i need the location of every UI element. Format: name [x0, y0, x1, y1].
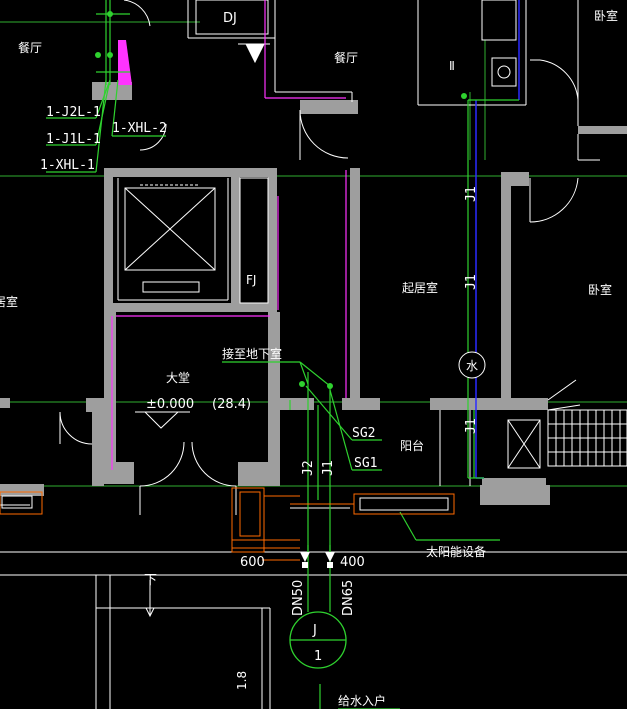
annotation-dim-400: 400 — [340, 555, 365, 570]
tag-roman-two: Ⅱ — [449, 59, 455, 73]
room-dining-center: 餐厅 — [334, 50, 358, 65]
label-water-symbol: 水 — [466, 359, 478, 373]
water-meter-symbol — [458, 351, 486, 379]
label-j1-short: J1 — [321, 460, 336, 476]
room-partial-left: 居室 — [0, 294, 18, 309]
label-j1-middle: J1 — [464, 274, 479, 290]
valves — [300, 552, 335, 568]
label-sg1: SG1 — [354, 456, 377, 471]
annotation-dim-600: 600 — [240, 555, 265, 570]
room-bedroom-top-right: 卧室 — [594, 8, 618, 23]
annotation-elevation-alt: (28.4) — [212, 397, 251, 412]
magenta-riser — [118, 40, 132, 85]
annotation-water-supply-entry: 给水入户 — [338, 693, 386, 708]
annotation-dim-18: 1.8 — [235, 671, 249, 690]
label-1-j1l-1: 1-J1L-1 — [46, 132, 101, 147]
label-sg2: SG2 — [352, 426, 375, 441]
room-living: 起居室 — [402, 280, 438, 295]
index-circle — [289, 611, 347, 669]
label-j2: J2 — [301, 460, 316, 476]
index-circle-top: J — [312, 623, 317, 638]
label-1-j2l-1: 1-J2L-1 — [46, 105, 101, 120]
magenta-lines — [111, 0, 347, 470]
water-pipes — [46, 0, 519, 709]
label-1-xhl-2: 1-XHL-2 — [112, 121, 167, 136]
room-balcony: 阳台 — [400, 438, 424, 453]
tag-dj: DJ — [223, 11, 237, 26]
solar-equipment-boxes — [0, 487, 455, 553]
down-arrow — [145, 590, 155, 618]
room-lobby: 大堂 — [166, 371, 190, 385]
label-j1-upper: J1 — [464, 186, 479, 202]
tile-grid — [547, 409, 627, 467]
annotation-elevation: ±0.000 — [146, 397, 194, 412]
walls — [0, 82, 627, 505]
annotation-down: 下 — [144, 573, 157, 588]
index-circle-bottom: 1 — [314, 649, 322, 664]
pipe-nodes — [95, 11, 467, 389]
annotation-dn65: DN65 — [341, 580, 356, 616]
label-1-xhl-1: 1-XHL-1 — [40, 158, 95, 173]
room-dining-left: 餐厅 — [18, 40, 42, 55]
room-bedroom-right: 卧室 — [588, 282, 612, 297]
annotation-dn50: DN50 — [291, 580, 306, 616]
annotation-to-basement: 接至地下室 — [222, 346, 282, 361]
tag-fj: FJ — [246, 273, 256, 287]
label-j1-lower: J1 — [464, 418, 479, 434]
annotation-solar-equipment: 太阳能设备 — [426, 544, 486, 559]
